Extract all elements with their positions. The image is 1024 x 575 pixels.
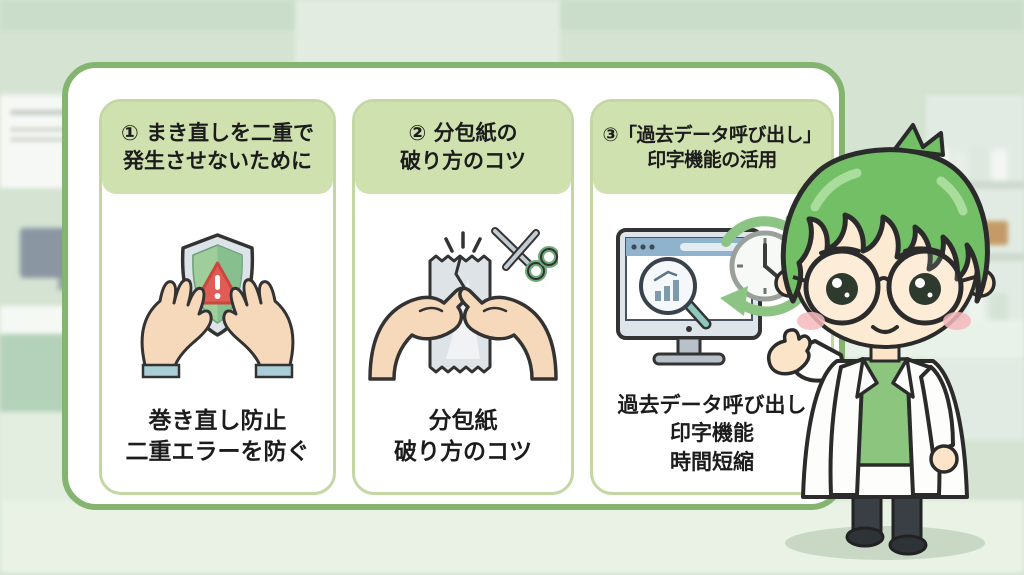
panel-2-title-line2: 破り方のコツ [400,149,526,173]
character-hand [766,328,812,376]
panel-3-caption-line3: 時間短縮 [670,449,754,474]
hands-holding-shield-warning-icon [140,233,295,379]
hair-tuft [893,123,945,157]
scissors-icon [491,226,558,282]
magnifier-chart-icon [638,257,711,330]
pharmacist-character [766,123,996,560]
coat-lapel [891,357,915,399]
panel-2-caption: 分包紙 破り方のコツ [394,406,532,468]
panel-1-header: ① まき直しを二重で 発生させないために [102,102,333,194]
shoe-icon [888,534,928,556]
tips-card: ① まき直しを二重で 発生させないために [62,62,845,510]
hair-highlight [936,176,968,216]
character-eyebrow [819,246,861,255]
character-blush [943,312,971,330]
panel-3-caption: 過去データ呼び出し 印字機能 時間短縮 [618,391,807,476]
left-hand-icon [140,278,213,379]
panel-2-header: ② 分包紙の 破り方のコツ [355,102,571,194]
medicine-bottle [992,149,1007,181]
character-eyes [826,273,941,305]
panel-3-caption-line1: 過去データ呼び出し [617,392,807,417]
panel-rewind-prevention: ① まき直しを二重で 発生させないために [99,99,336,495]
character-legs [845,463,928,556]
monitor-history-clock-icon [615,216,810,366]
character-mouth [871,325,899,334]
certificate-text-line [10,110,80,115]
panel-1-caption-line1: 巻き直し防止 [148,407,287,434]
panel-past-data-recall: ③「過去データ呼び出し」 印字機能の活用 [590,99,834,495]
panel-1-caption: 巻き直し防止 二重エラーを防ぐ [126,406,310,468]
character-blush [797,312,825,330]
panel-1-title-line2: 発生させないために [123,149,312,173]
certificate-text-line [10,138,96,141]
panel-2-title-line1: ② 分包紙の [408,121,518,146]
panel-3-header: ③「過去データ呼び出し」 印字機能の活用 [593,102,831,194]
panel-1-icon-zone [102,194,333,406]
right-hand-icon [222,278,295,379]
shoe-icon [845,526,885,548]
panel-3-icon-zone [593,194,831,391]
hair-highlight [810,168,862,212]
coat-lapel [855,357,879,399]
panel-3-title-line1: ③「過去データ呼び出し」 [602,123,822,146]
panel-packet-tearing: ② 分包紙の 破り方のコツ [352,99,574,495]
panel-2-caption-line1: 分包紙 [428,407,498,434]
tear-marks-icon [444,231,482,253]
character-hand [929,444,959,474]
hands-tearing-packet-scissors-icon [368,226,558,381]
panel-1-title-line1: ① まき直しを二重で [120,121,315,146]
panel-2-icon-zone [355,194,571,406]
certificate-text-line [10,128,102,131]
character-lowered-arm [919,365,959,474]
warning-triangle-icon [193,261,242,305]
panel-3-caption-line2: 印字機能 [670,421,754,446]
medicine-bottle [970,145,987,181]
character-head [774,123,996,349]
shelf-board [926,181,1024,189]
panel-1-caption-line2: 二重エラーを防ぐ [125,438,310,465]
character-shadow [785,526,985,560]
panel-2-caption-line2: 破り方のコツ [394,438,532,465]
right-hand-icon [458,286,558,381]
panel-3-title-line2: 印字機能の活用 [647,149,777,171]
